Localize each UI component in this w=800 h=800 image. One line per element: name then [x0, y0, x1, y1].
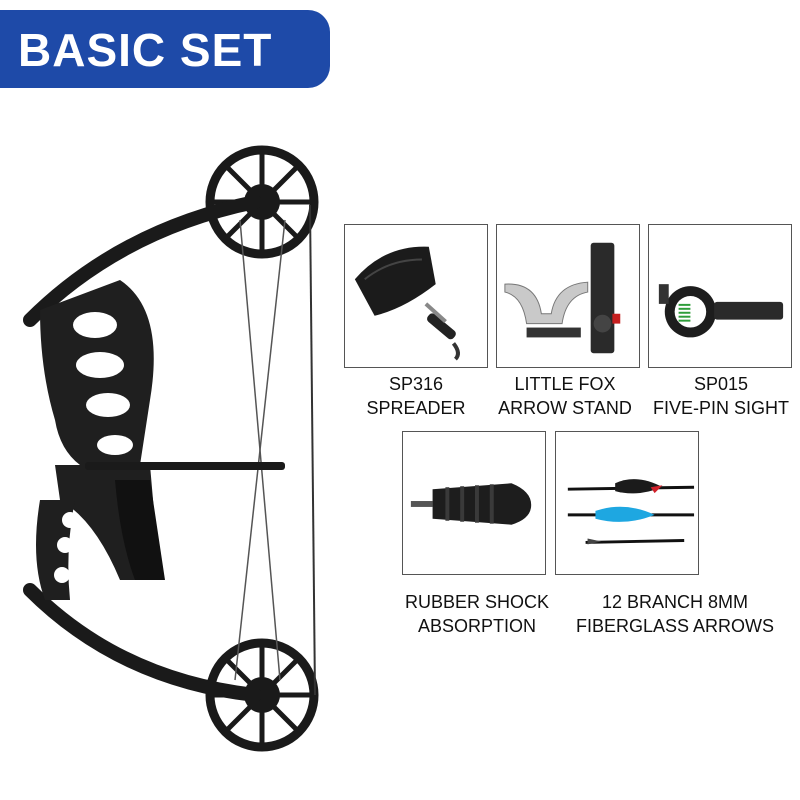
arrow-rest-icon	[504, 242, 621, 354]
shock-absorption-image	[402, 431, 546, 575]
release-aid-icon	[354, 246, 460, 361]
item-caption-arrows: 12 BRANCH 8MM FIBERGLASS ARROWS	[575, 592, 775, 636]
stabilizer-icon	[410, 483, 532, 525]
riser	[36, 280, 285, 600]
item-caption-shock-absorption: RUBBER SHOCK ABSORPTION	[404, 592, 550, 636]
upper-limb	[23, 195, 262, 327]
item-caption-spreader: SP316 SPREADER	[366, 374, 466, 418]
bow-sight-icon	[658, 284, 784, 338]
item-caption-sight: SP015 FIVE-PIN SIGHT	[652, 374, 789, 418]
title-banner: BASIC SET	[0, 10, 330, 88]
spreader-image	[344, 224, 488, 368]
compound-bow-image	[23, 145, 319, 752]
item-caption-arrow-stand: LITTLE FOX ARROW STAND	[498, 374, 632, 418]
arrow-stand-image	[496, 224, 640, 368]
five-pin-sight-image	[648, 224, 792, 368]
fiberglass-arrows-image	[555, 431, 699, 575]
lower-limb	[23, 583, 262, 702]
banner-title: BASIC SET	[18, 24, 273, 76]
arrows-icon	[567, 479, 695, 545]
